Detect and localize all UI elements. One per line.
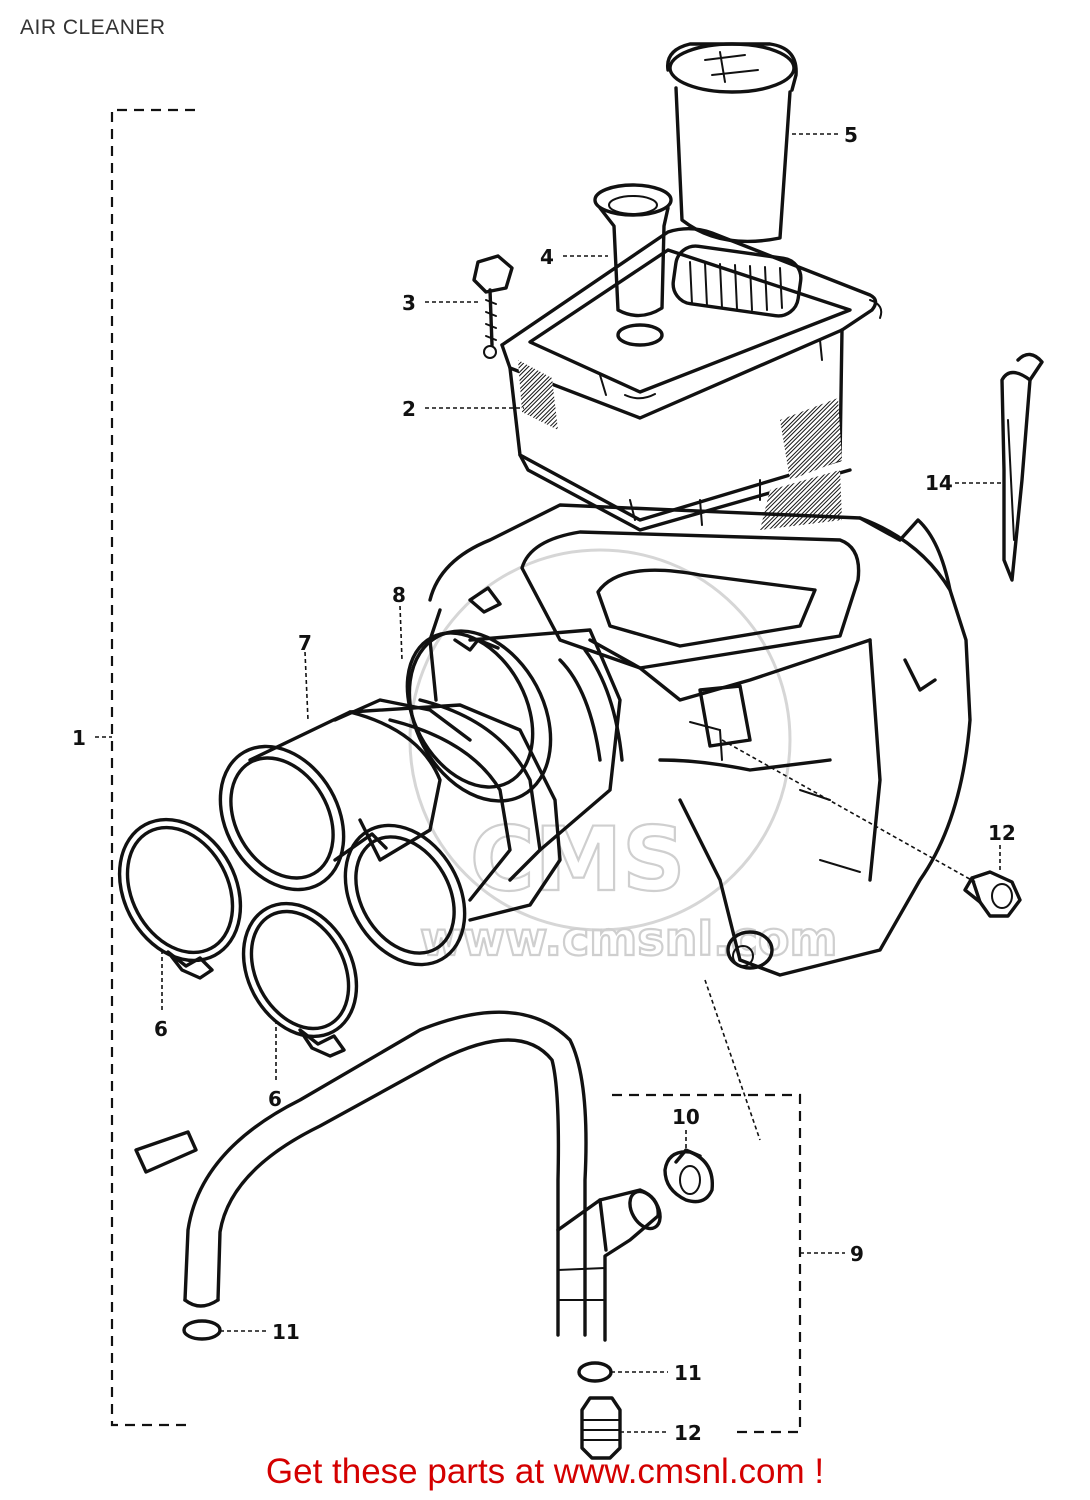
drain-plug-12 — [580, 1396, 622, 1460]
leader-8 — [399, 605, 403, 661]
leader-13-axis — [721, 739, 976, 883]
page-title: AIR CLEANER — [20, 16, 166, 39]
callout-11b: 11 — [674, 1361, 702, 1385]
direction-tag — [134, 1130, 198, 1174]
drain-hose-9 — [183, 1010, 662, 1342]
callout-5: 5 — [844, 123, 858, 147]
footer-shop-link[interactable]: Get these parts at www.cmsnl.com ! — [265, 1452, 825, 1491]
watermark-url-text: www.cmsnl.com — [420, 912, 837, 966]
hose-clamp-10 — [663, 1148, 715, 1204]
callout-6a: 6 — [154, 1017, 168, 1041]
screw-3 — [472, 254, 514, 359]
intake-boot-8 — [405, 628, 624, 852]
bolt-13 — [963, 870, 1022, 918]
assembly-bracket-1 — [110, 108, 195, 1427]
callout-11a: 11 — [272, 1320, 300, 1344]
callout-12a: 12 — [988, 821, 1016, 845]
hose-clamp-6a — [117, 817, 243, 980]
leader-case-to-clamp — [704, 979, 761, 1141]
drain-tube-14 — [1000, 352, 1044, 582]
breather-tube-4 — [593, 183, 673, 347]
air-cleaner-cap-2 — [500, 227, 883, 532]
leader-7 — [304, 651, 309, 721]
callout-7: 7 — [298, 631, 312, 655]
callout-8: 8 — [392, 583, 406, 607]
air-cleaner-case — [428, 503, 972, 977]
assembly-bracket-9 — [612, 1093, 802, 1434]
twin-intake-7 — [218, 698, 562, 967]
callout-6b: 6 — [268, 1087, 282, 1111]
clip-11b — [577, 1361, 613, 1383]
callout-10: 10 — [672, 1105, 700, 1129]
callout-14: 14 — [925, 471, 953, 495]
filter-element-5 — [665, 42, 798, 244]
callout-4: 4 — [540, 245, 554, 269]
callout-9: 9 — [850, 1242, 864, 1266]
hose-clamp-6b — [241, 901, 359, 1058]
callout-3: 3 — [402, 291, 416, 315]
clip-11a — [182, 1319, 222, 1341]
callout-1: 1 — [72, 726, 86, 750]
callout-2: 2 — [402, 397, 416, 421]
callout-12b: 12 — [674, 1421, 702, 1445]
